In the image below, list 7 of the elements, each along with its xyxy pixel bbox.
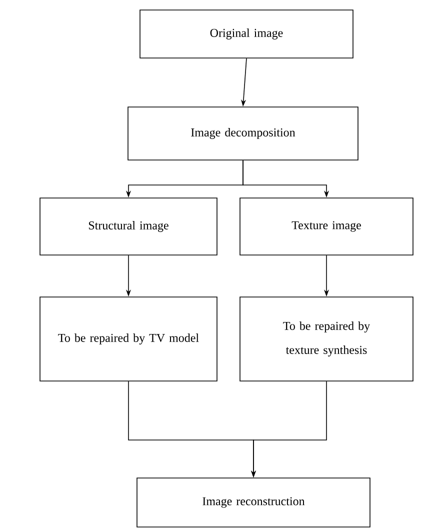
process-box: Structural image [40, 198, 218, 256]
process-box: To be repaired by texture synthesis [240, 296, 414, 382]
process-box: Image reconstruction [136, 478, 370, 528]
process-box: Texture image [240, 198, 414, 256]
process-box: To be repaired by TV model [40, 296, 218, 382]
process-box: Image decomposition [128, 106, 358, 160]
process-box: Original image [140, 10, 354, 58]
